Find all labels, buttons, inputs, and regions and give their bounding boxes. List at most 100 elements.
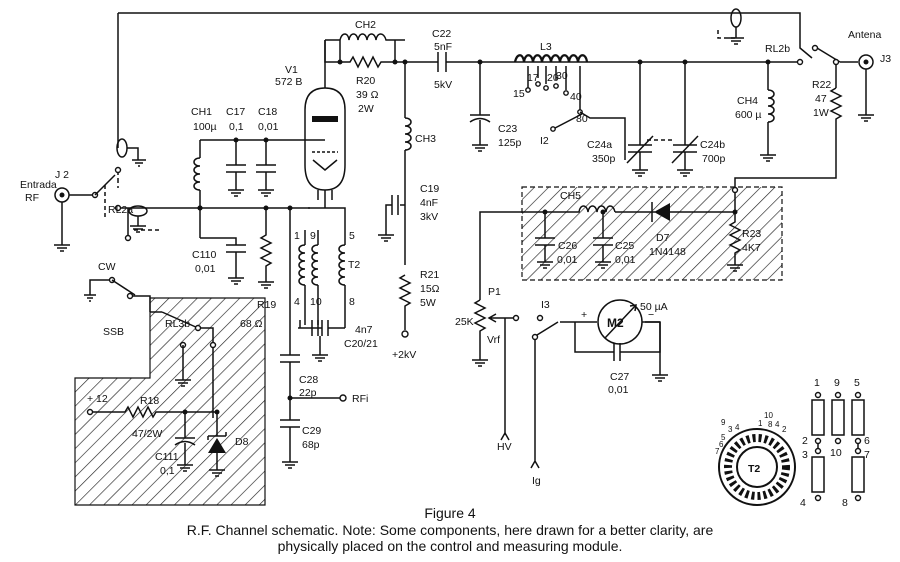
l3-tap-30: 30 [556,70,568,82]
i2-label: I2 [540,135,549,147]
r20-label: R20 [356,75,375,87]
c28-c29-divider [280,258,347,469]
c22-value2: 5kV [434,79,452,91]
m2-plus: + [581,309,587,321]
r18-label: R18 [140,395,159,407]
l3-coil [513,54,626,160]
c26-capacitor [535,209,555,269]
caption-line-1: R.F. Channel schematic. Note: Some compo… [186,521,714,538]
c28-label: C28 [299,374,318,386]
c24b-value: 700p [702,153,726,165]
c23-value: 125p [498,137,522,149]
ch4-choke [760,59,776,162]
r21-resistor [398,274,412,338]
c111-capacitor [174,412,196,472]
t2-toroid-label: T2 [748,463,760,475]
ch2-label: CH2 [355,19,376,31]
c22-value1: 5nF [434,41,452,53]
l3-tap-17: 17 [527,72,539,84]
vrf-label: Vrf [487,334,500,346]
t2-toroid-pin-4: 4 [735,423,740,432]
rl2a-switch [91,138,146,220]
r23-value: 4K7 [742,242,761,254]
r21-value1: 15Ω [420,283,440,295]
ch2-r20-network [325,33,405,69]
c29-value: 68p [302,439,320,451]
d7-value: 1N4148 [649,246,686,258]
j2-label: J 2 [55,169,69,181]
rfi-label: RFi [352,393,368,405]
t2-pin-9: 9 [310,230,316,242]
figure-title: Figure 4 [424,505,476,521]
c24a-value: 350p [592,153,616,165]
hv-arrow [500,431,510,441]
t2-detail-pin-3: 3 [802,449,808,461]
t2-detail-pin-6: 6 [864,435,870,447]
t2-toroid-pin-3: 3 [728,425,733,434]
v1-label: V1 [285,64,298,76]
t2-pin-10: 10 [310,296,322,308]
figure-caption: Figure 4 R.F. Channel schematic. Note: S… [0,505,900,555]
d7-diode [651,202,670,222]
c24a-capacitor [626,59,654,177]
c17-label: C17 [226,106,245,118]
p1-value: 25K [455,316,474,328]
v1-tube [304,40,346,208]
r20-value1: 39 Ω [356,89,379,101]
i3-switch [530,314,559,469]
c27-label: C27 [610,371,629,383]
j3-label: J3 [880,53,891,65]
c24b-label: C24b [700,139,725,151]
l3-tap-40: 40 [570,91,582,103]
r20-value2: 2W [358,103,374,115]
t2-detail-pin-10: 10 [830,447,842,459]
ch3-label: CH3 [415,133,436,145]
c23-label: C23 [498,123,517,135]
rf-label: RF [25,192,39,204]
t2-toroid-pin-1: 1 [758,419,763,428]
c26-value: 0,01 [557,254,578,266]
rl2b-label: RL2b [765,43,790,55]
l3-label: L3 [540,41,552,53]
t2-toroid-pin-2: 2 [782,425,787,434]
ch3-choke [404,62,412,265]
c22-label: C22 [432,28,451,40]
t2-pin-4: 4 [294,296,300,308]
c25-label: C25 [615,240,634,252]
rl2b-switch [796,44,858,88]
t2-winding-detail [811,391,865,502]
t2-toroid-pin-9: 9 [721,418,726,427]
t2-pin-8: 8 [349,296,355,308]
relay-link-wire [117,8,813,188]
r22-label: R22 [812,79,831,91]
r21-label: R21 [420,269,439,281]
rl3b-switch [150,311,217,418]
j3-connector [858,54,874,122]
t2-detail-pin-8: 8 [842,497,848,509]
c2021-label: C20/21 [344,338,378,350]
r23-label: R23 [742,228,761,240]
cw-ssb-switch [84,208,151,312]
d7-label: D7 [656,232,670,244]
i3-label: I3 [541,299,550,311]
l3-tap-15: 15 [513,88,525,100]
t2-detail-pin-2: 2 [802,435,808,447]
plate-wire [324,40,340,63]
p1-potentiometer [472,299,520,435]
rl3b-label: RL3b [165,318,190,330]
r19-label: R19 [257,299,276,311]
ch1-value: 100µ [193,121,217,133]
t2-detail-pin-5: 5 [854,377,860,389]
ch5-label: CH5 [560,190,581,202]
t2-toroid-pin-8: 8 [768,420,773,429]
t2-toroid-pin-5: 5 [721,433,726,442]
c111-label: C111 [155,451,179,463]
c17-capacitor [226,137,246,197]
c29-label: C29 [302,425,321,437]
r23-resistor [727,209,743,272]
c26-label: C26 [558,240,577,252]
c19-capacitor [378,195,405,242]
c2021-value: 4n7 [355,324,373,336]
t2-toroid-pin-4b: 4 [775,420,780,429]
ch4-label: CH4 [737,95,758,107]
